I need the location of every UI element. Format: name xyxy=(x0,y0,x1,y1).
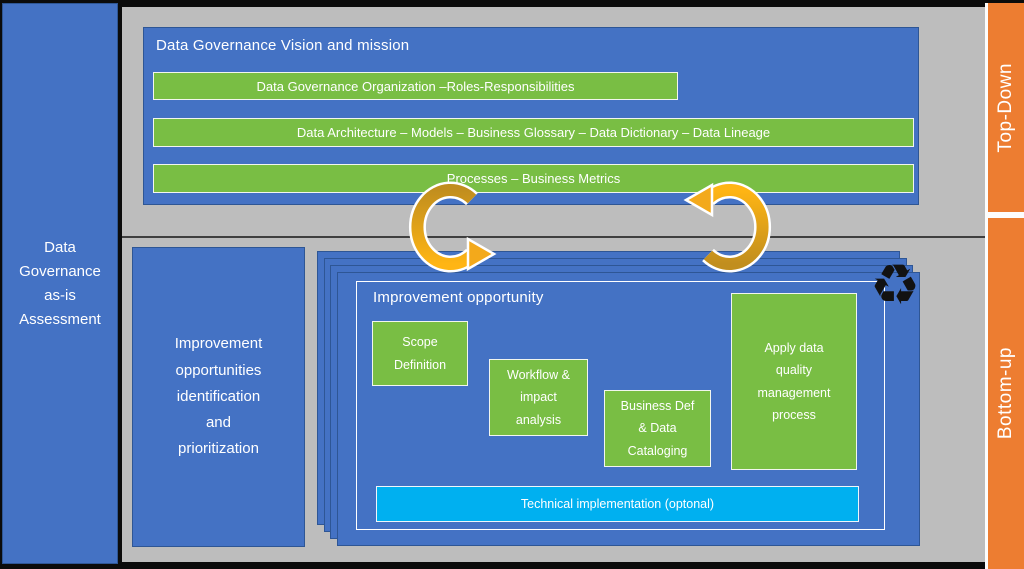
vision-mission-box: Data Governance Vision and mission Data … xyxy=(143,27,919,205)
improvement-opportunities-box: Improvement opportunities identification… xyxy=(132,247,305,547)
improvement-opportunity-title: Improvement opportunity xyxy=(373,289,544,306)
workflow-impact-analysis-box: Workflow & impact analysis xyxy=(489,359,588,436)
card-inner-border xyxy=(356,281,885,530)
scope-definition-box: Scope Definition xyxy=(372,321,468,386)
top-down-label-bar: Top-Down xyxy=(988,3,1024,212)
technical-implementation-bar: Technical implementation (optonal) xyxy=(376,486,859,522)
data-governance-as-is-assessment-box: Data Governance as-is Assessment xyxy=(2,3,118,564)
vision-mission-title: Data Governance Vision and mission xyxy=(156,37,410,54)
data-architecture-bar: Data Architecture – Models – Business Gl… xyxy=(153,118,914,147)
business-def-data-cataloging-box: Business Def & Data Cataloging xyxy=(604,390,711,467)
recycle-icon: ♻ xyxy=(869,253,921,318)
improvement-opportunity-card: Improvement opportunity Scope Definition… xyxy=(337,272,920,546)
top-down-label: Top-Down xyxy=(995,62,1016,153)
section-divider-line xyxy=(122,236,985,238)
bottom-up-label: Bottom-up xyxy=(995,347,1016,440)
bottom-up-label-bar: Bottom-up xyxy=(988,218,1024,569)
governance-organization-bar: Data Governance Organization –Roles-Resp… xyxy=(153,72,678,100)
apply-data-quality-box: Apply data quality management process xyxy=(731,293,857,470)
processes-metrics-bar: Processes – Business Metrics xyxy=(153,164,914,193)
